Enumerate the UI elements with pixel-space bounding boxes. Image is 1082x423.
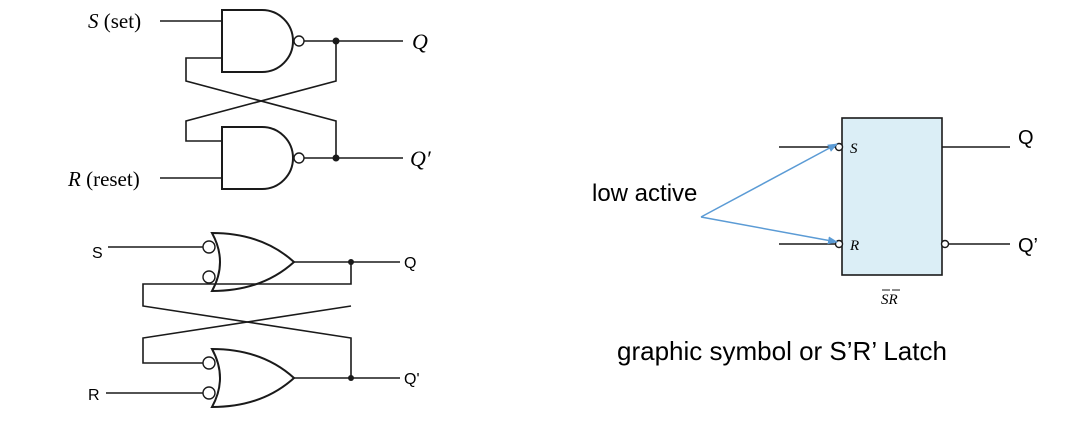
- nand-gate-bottom-bubble: [293, 152, 305, 164]
- nor-qprime-label: Q': [404, 371, 420, 388]
- nor-gate-bottom-bubble-2: [202, 386, 216, 400]
- nor-feedback-left: [142, 262, 352, 378]
- nor-q-label: Q: [404, 255, 416, 272]
- symbol-qprime-bubble: [940, 239, 950, 249]
- nand-feedback-qprime: [185, 57, 337, 158]
- arrow-to-s: [700, 143, 838, 218]
- nand-q-label: Q: [412, 29, 428, 54]
- nor-gate-top-bubble-2: [202, 270, 216, 284]
- nor-latch: S R Q Q': [88, 231, 420, 409]
- symbol-r-pin: R: [849, 238, 859, 254]
- symbol-q-label: Q: [1018, 127, 1034, 149]
- symbol-qprime-label: Q’: [1018, 235, 1038, 257]
- nor-gate-bottom-bubble-1: [202, 356, 216, 370]
- nor-gate-top: [210, 231, 296, 293]
- nor-r-label: R: [88, 387, 100, 404]
- symbol-caption: graphic symbol or S’R’ Latch: [617, 336, 947, 366]
- nand-s-input-label: S (set): [88, 9, 141, 33]
- nand-r-input-label: R (reset): [67, 167, 140, 191]
- symbol-s-pin: S: [850, 141, 858, 157]
- nand-gate-top-bubble: [293, 35, 305, 47]
- symbol-bottom-label: SR: [881, 292, 898, 308]
- nand-r-var: R: [67, 167, 81, 191]
- nand-qprime-label: Q′: [410, 146, 432, 171]
- nor-feedback-right: [142, 305, 352, 364]
- symbol-box: [841, 117, 943, 276]
- nor-s-label: S: [92, 245, 103, 262]
- sr-latch-symbol: S R Q Q’ SR low active graphic symbol or…: [592, 117, 1038, 366]
- arrow-to-r: [700, 216, 838, 245]
- nor-gate-bottom: [210, 347, 296, 409]
- nand-s-desc: (set): [99, 9, 142, 33]
- nand-feedback-q: [185, 41, 337, 142]
- nand-latch: S (set) R (reset) Q Q′: [67, 9, 432, 191]
- nand-gate-top: [221, 9, 294, 73]
- nand-gate-bottom: [221, 126, 294, 190]
- nand-s-var: S: [88, 9, 99, 33]
- nor-gate-top-bubble-1: [202, 240, 216, 254]
- nand-r-desc: (reset): [81, 167, 140, 191]
- low-active-annotation: low active: [592, 180, 697, 207]
